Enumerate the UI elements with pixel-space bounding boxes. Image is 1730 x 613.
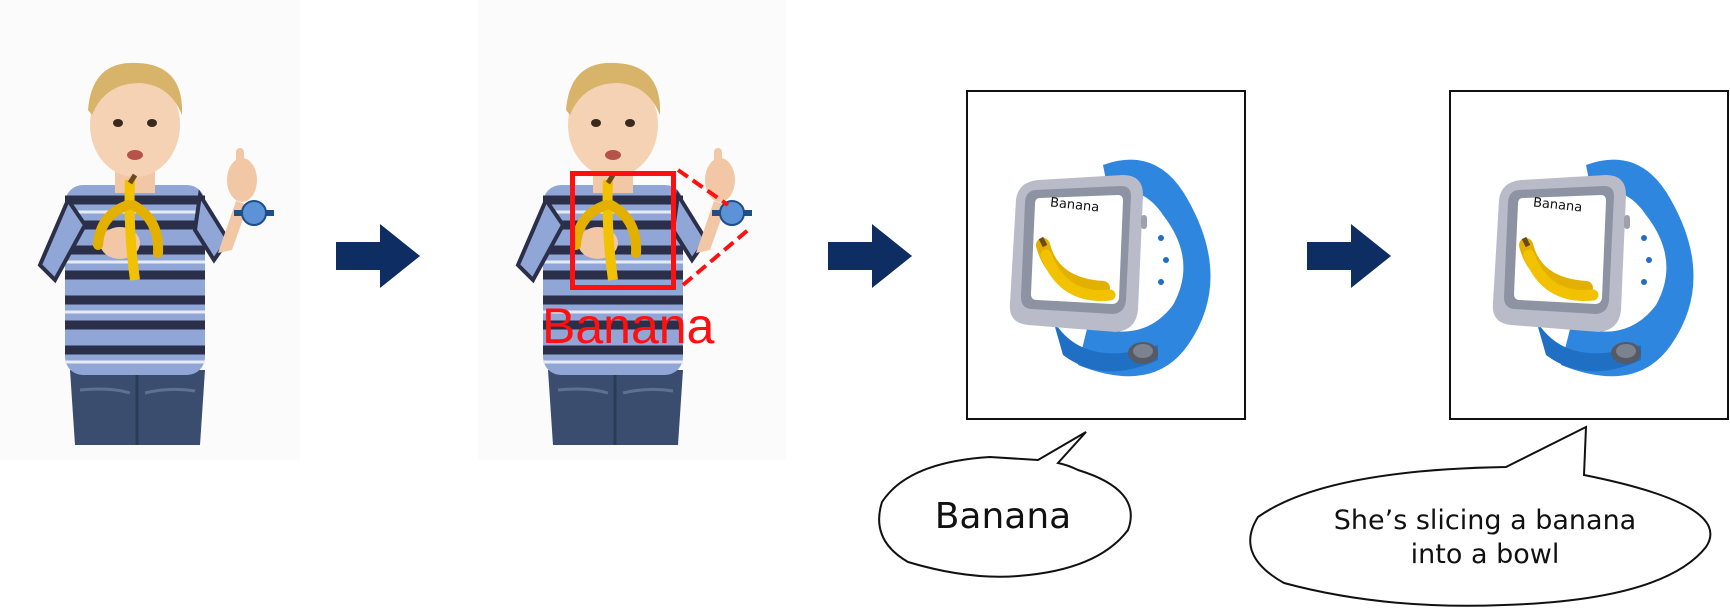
wrist-sensor-icon [712,200,752,226]
speech-bubble-word [878,431,1132,578]
sensor-view-lines [676,168,750,287]
watch-panel-word: Banana [966,90,1246,420]
detection-photo: Banana [478,0,786,460]
detection-label: Banana [542,298,715,354]
smartwatch-image [983,120,1233,410]
right-arrow-icon [1307,224,1391,288]
watch-panel-sentence: Banana [1449,90,1729,420]
right-arrow-icon [336,224,420,288]
speech-bubble-sentence [1249,425,1712,607]
right-arrow-icon [828,224,912,288]
child-photo [0,0,300,460]
child-figure [0,0,300,460]
smartwatch-image [1466,120,1716,410]
speech-text-word: Banana [934,496,1072,537]
detection-box [570,171,676,290]
speech-text-sentence: She’s slicing a banana into a bowl [1333,505,1637,570]
wrist-sensor-icon [234,200,274,226]
